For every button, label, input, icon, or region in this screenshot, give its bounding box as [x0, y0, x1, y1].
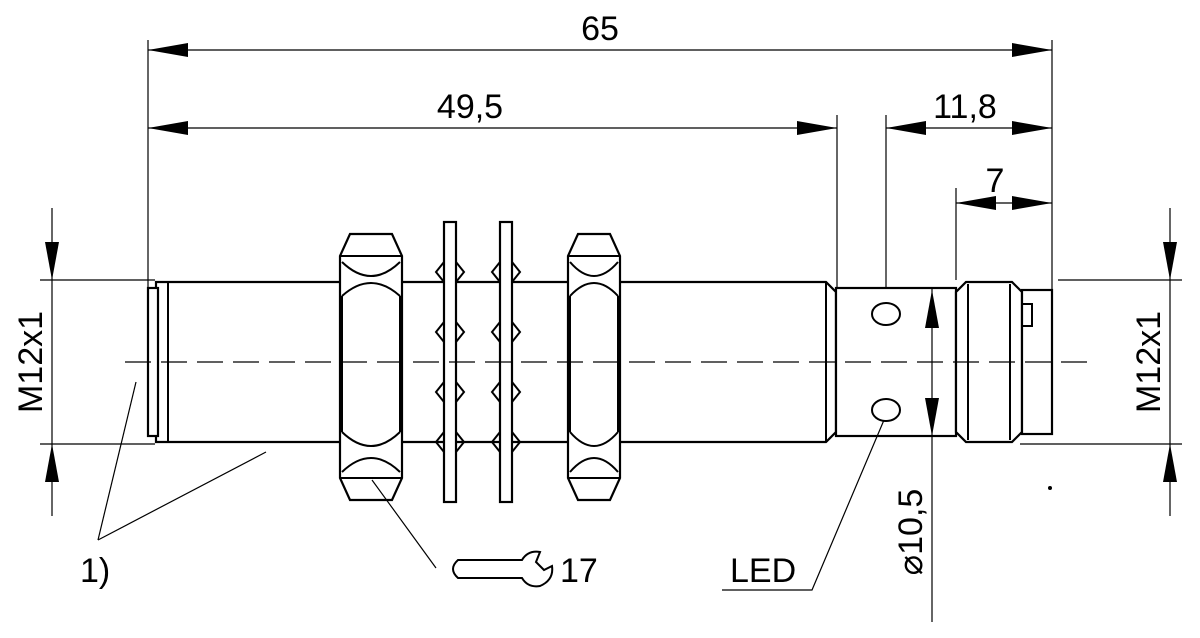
left-thread-label: M12x1: [12, 311, 50, 413]
hex-nut-left: [338, 232, 404, 502]
dim-connector-length: 7: [986, 162, 1005, 200]
head-diameter-label: ⌀10,5: [892, 489, 930, 576]
dim-head-length: 11,8: [933, 88, 997, 126]
stray-dot: [1048, 486, 1052, 490]
dim-thread-length: 49,5: [437, 88, 503, 126]
led-label: LED: [730, 552, 796, 590]
dimension-head-length: 11,8: [885, 88, 1052, 290]
note-callout: 1): [80, 381, 267, 590]
dim-overall-length: 65: [581, 10, 619, 48]
dimension-right-thread: M12x1: [1020, 208, 1182, 516]
dimension-connector-length: 7: [955, 162, 1052, 280]
wrench-size-label: 17: [560, 552, 598, 590]
dimension-thread-length: 49,5: [148, 88, 838, 290]
dimension-head-diameter: ⌀10,5: [892, 288, 939, 622]
wrench-icon: [452, 550, 554, 588]
led-callout: LED: [722, 419, 885, 591]
led-window-top: [871, 302, 901, 326]
hex-nut-right: [566, 232, 622, 502]
wrench-callout: 17: [371, 479, 598, 590]
dimension-left-thread: M12x1: [12, 208, 155, 516]
led-window-bottom: [871, 398, 901, 422]
dimension-overall: 65: [147, 10, 1053, 290]
right-thread-label: M12x1: [1130, 311, 1168, 413]
note-label: 1): [80, 552, 110, 590]
